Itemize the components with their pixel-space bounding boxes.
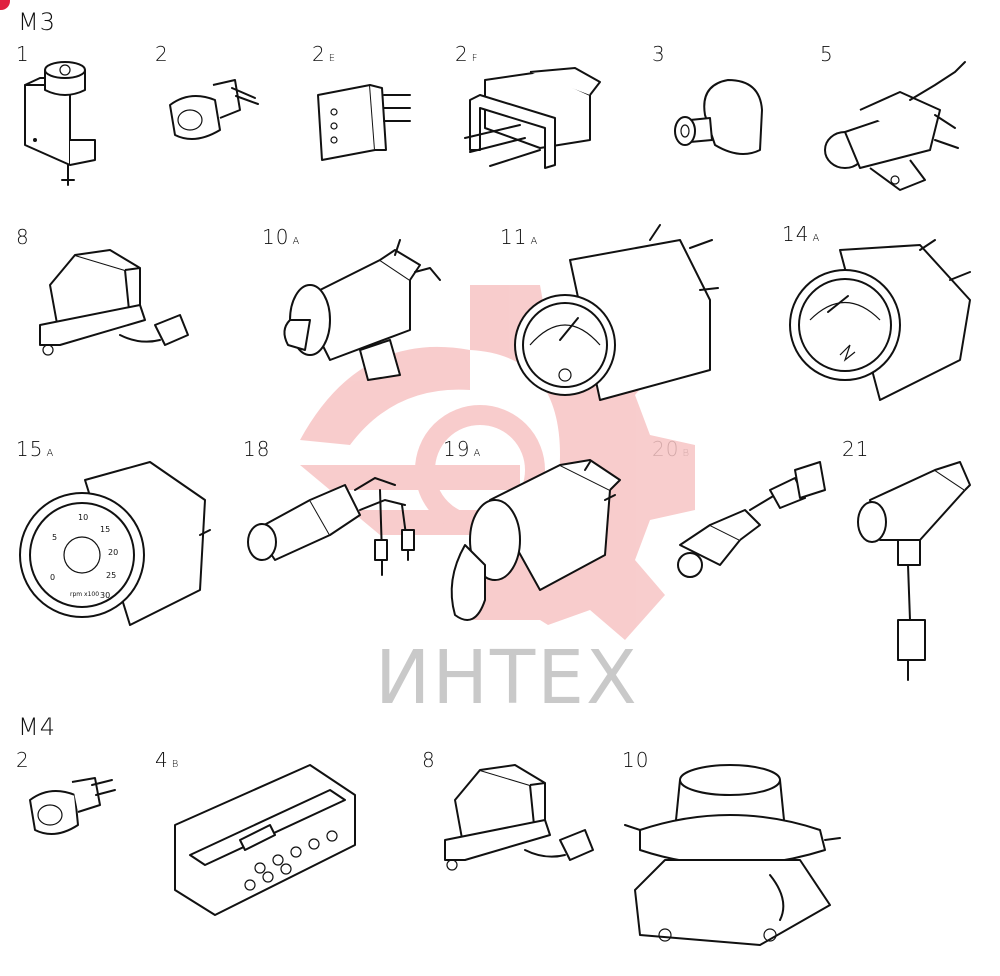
section-label-m4: M4 [18,713,56,741]
part-m3-18-switch-icon [247,476,415,576]
part-label-m3-5: 5 [820,42,834,66]
gauge-unit-label: rpm x100 [70,591,99,598]
part-m3-11a-ammeter-icon [514,224,719,401]
gauge-scale-label: 0 [50,573,55,582]
part-m3-2-socket-icon [169,79,259,140]
part-label-m3-21: 21 [842,437,870,461]
part-m3-21-sensor-icon [857,461,971,681]
gauge-scale-label: 10 [78,513,88,522]
corner-marker-icon [0,0,10,10]
part-m3-1-switch-icon [24,61,96,186]
part-label-m3-18: 18 [243,437,271,461]
tachometer-scale: 0 5 10 15 20 25 30 rpm x100 [50,513,118,600]
gauge-scale-label: 15 [100,525,110,534]
part-label-m3-3: 3 [652,42,666,66]
part-m4-2-socket-icon [29,777,116,835]
part-m4-8-relay-icon [444,764,594,871]
part-m3-8-relay-icon [39,249,189,356]
part-m3-14a-gauge-icon [789,239,971,401]
part-m3-19a-ignition-icon [450,459,621,621]
part-label-m3-2: 2 [155,42,169,66]
part-label-m3-8: 8 [16,225,30,249]
part-m3-20b-switch-icon [677,461,826,578]
section-label-m3: M3 [18,8,56,36]
part-m4-10-solenoid-icon [624,764,841,946]
part-label-m3-1: 1 [16,42,30,66]
part-m3-10a-solenoid-icon [283,239,441,381]
watermark-text: ИНТЕХ [375,635,639,721]
part-m3-15a-tachometer-icon [19,461,211,626]
gauge-scale-label: 20 [108,548,118,557]
gauge-scale-label: 30 [100,591,110,600]
part-label-m4-8: 8 [422,748,436,772]
gauge-scale-label: 25 [106,571,116,580]
part-m4-4b-fusebox-icon [174,764,356,916]
part-label-m4-2: 2 [16,748,30,772]
part-m3-3-cap-icon [674,79,763,155]
gauge-scale-label: 5 [52,533,57,542]
part-label-m4-10: 10 [622,748,650,772]
part-m3-2f-connector-icon [464,67,601,169]
part-m3-2e-connector-icon [317,84,411,161]
part-m3-5-solenoid-icon [824,61,966,191]
